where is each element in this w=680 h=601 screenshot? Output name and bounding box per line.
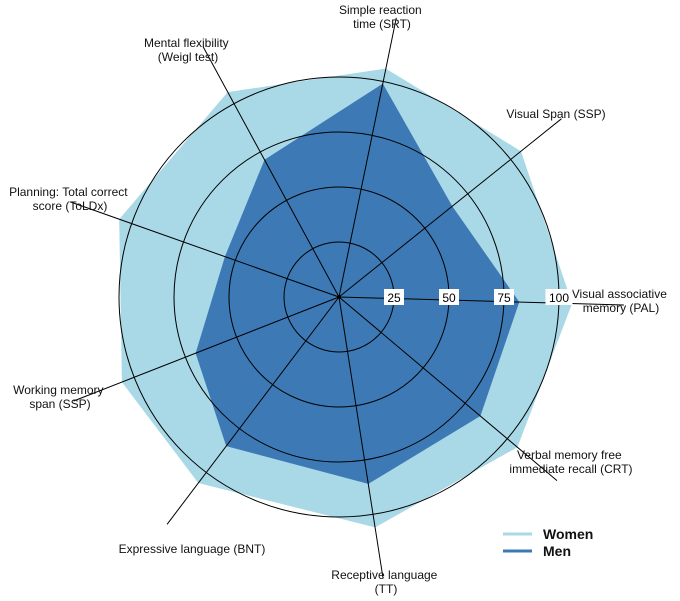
axis-label-visual-span: Visual Span (SSP): [506, 107, 605, 121]
spoke-7: [70, 201, 340, 298]
legend-label-men: Men: [543, 543, 571, 559]
spoke-3: [338, 296, 558, 481]
tick-box-50: [439, 289, 459, 305]
center-point: [337, 295, 341, 299]
axis-label-working-memory: Working memory span (SSP): [13, 383, 107, 411]
legend-label-women: Women: [543, 526, 593, 542]
tick-label-50: 50: [442, 291, 456, 305]
spoke-1: [338, 118, 562, 298]
axis-label-weigl: Mental flexibility (Weigl test): [144, 36, 232, 64]
axis-label-pal: Visual associative memory (PAL): [572, 287, 671, 315]
spoke-5: [166, 296, 340, 525]
tick-label-25: 25: [387, 291, 401, 305]
men-area: [195, 83, 520, 484]
legend: Women Men: [503, 526, 593, 559]
spoke-0: [338, 17, 397, 298]
tick-box-100: [545, 289, 573, 305]
axis-label-bnt: Expressive language (BNT): [119, 542, 266, 556]
spoke-8: [202, 46, 340, 298]
axis-label-srt: Simple reaction time (SRT): [339, 3, 425, 31]
tick-box-75: [494, 289, 514, 305]
spoke-4: [338, 296, 384, 579]
tick-box-25: [384, 289, 404, 305]
axis-label-toldx: Planning: Total correct score (ToLDx): [9, 185, 131, 213]
axis-label-tt: Receptive language (TT): [331, 568, 440, 596]
axis-label-crt: Verbal memory free immediate recall (CRT…: [509, 448, 632, 476]
tick-label-75: 75: [497, 291, 511, 305]
spoke-6: [73, 296, 340, 402]
tick-label-100: 100: [549, 291, 569, 305]
